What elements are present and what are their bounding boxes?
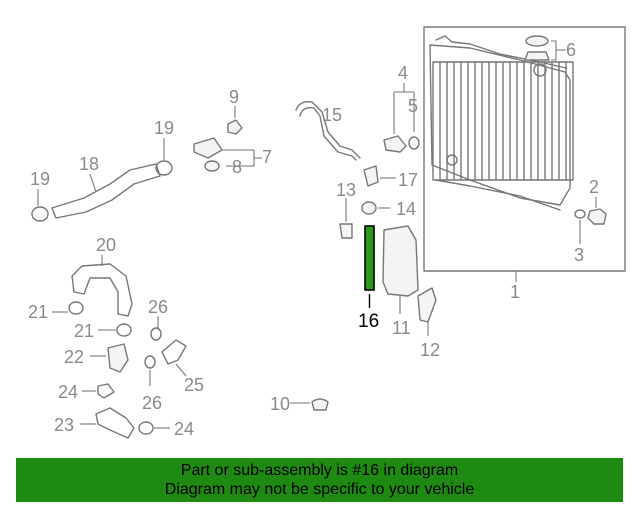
parts-diagram: 1 6 2 3 4 5 15 17 14 13 16 11 1 [28, 26, 626, 439]
info-banner: Part or sub-assembly is #16 in diagram D… [16, 458, 623, 502]
callout-9: 9 [229, 87, 239, 107]
bypass-hose [95, 407, 135, 439]
clamp-21-a [68, 301, 84, 315]
callout-5: 5 [408, 96, 418, 116]
clamp-21-b [116, 323, 132, 337]
hose-bracket [193, 119, 243, 172]
lower-radiator-hose [71, 263, 133, 317]
callout-12: 12 [420, 340, 440, 360]
callout-22: 22 [64, 347, 84, 367]
clamp-26-a [150, 327, 162, 341]
hose-clamp-upper-left [31, 206, 49, 222]
clamp-26-b [144, 355, 156, 369]
callout-13: 13 [336, 180, 356, 200]
callout-14: 14 [396, 199, 416, 219]
callout-15: 15 [322, 105, 342, 125]
callout-4: 4 [398, 63, 408, 83]
engine-cap [311, 398, 329, 411]
reservoir-bracket [417, 287, 437, 323]
fan-switch [383, 135, 420, 153]
callout-21b: 21 [74, 321, 94, 341]
callout-10: 10 [270, 394, 290, 414]
banner-line-1: Part or sub-assembly is #16 in diagram [180, 462, 459, 479]
thermostat-housing [107, 343, 129, 373]
callout-16: 16 [358, 311, 379, 332]
callout-19b: 19 [30, 169, 50, 189]
callout-3: 3 [574, 245, 584, 265]
callout-8: 8 [232, 157, 242, 177]
callout-21a: 21 [28, 302, 48, 322]
heater-hose [161, 339, 187, 365]
callout-26a: 26 [148, 297, 168, 317]
callout-1: 1 [510, 282, 520, 302]
callout-26b: 26 [142, 393, 162, 413]
banner-line-2: Diagram may not be specific to your vehi… [164, 481, 475, 498]
callout-23: 23 [54, 415, 74, 435]
clamp-24-a [97, 383, 115, 399]
upper-radiator-hose [51, 163, 161, 219]
radiator-cap [524, 35, 550, 61]
callout-25: 25 [184, 375, 204, 395]
callout-2: 2 [589, 177, 599, 197]
drain-plug [574, 208, 607, 225]
radiator-assembly [423, 26, 626, 272]
callout-18: 18 [79, 154, 99, 174]
callout-20: 20 [96, 235, 116, 255]
reservoir-cap [361, 201, 377, 215]
callout-24b: 24 [174, 419, 194, 439]
hose-clamp-upper-right [155, 160, 173, 176]
overflow-pipe [295, 100, 361, 159]
reservoir-tank [382, 225, 419, 297]
clip [339, 223, 353, 239]
hose-connector [363, 165, 379, 187]
callout-11: 11 [392, 318, 411, 338]
reservoir-hose-highlight[interactable] [364, 225, 375, 291]
callout-7: 7 [262, 147, 272, 167]
callout-6: 6 [566, 40, 576, 60]
callout-19a: 19 [154, 118, 174, 138]
clamp-24-b [138, 421, 154, 435]
callout-17: 17 [398, 170, 418, 190]
callout-24a: 24 [58, 382, 78, 402]
